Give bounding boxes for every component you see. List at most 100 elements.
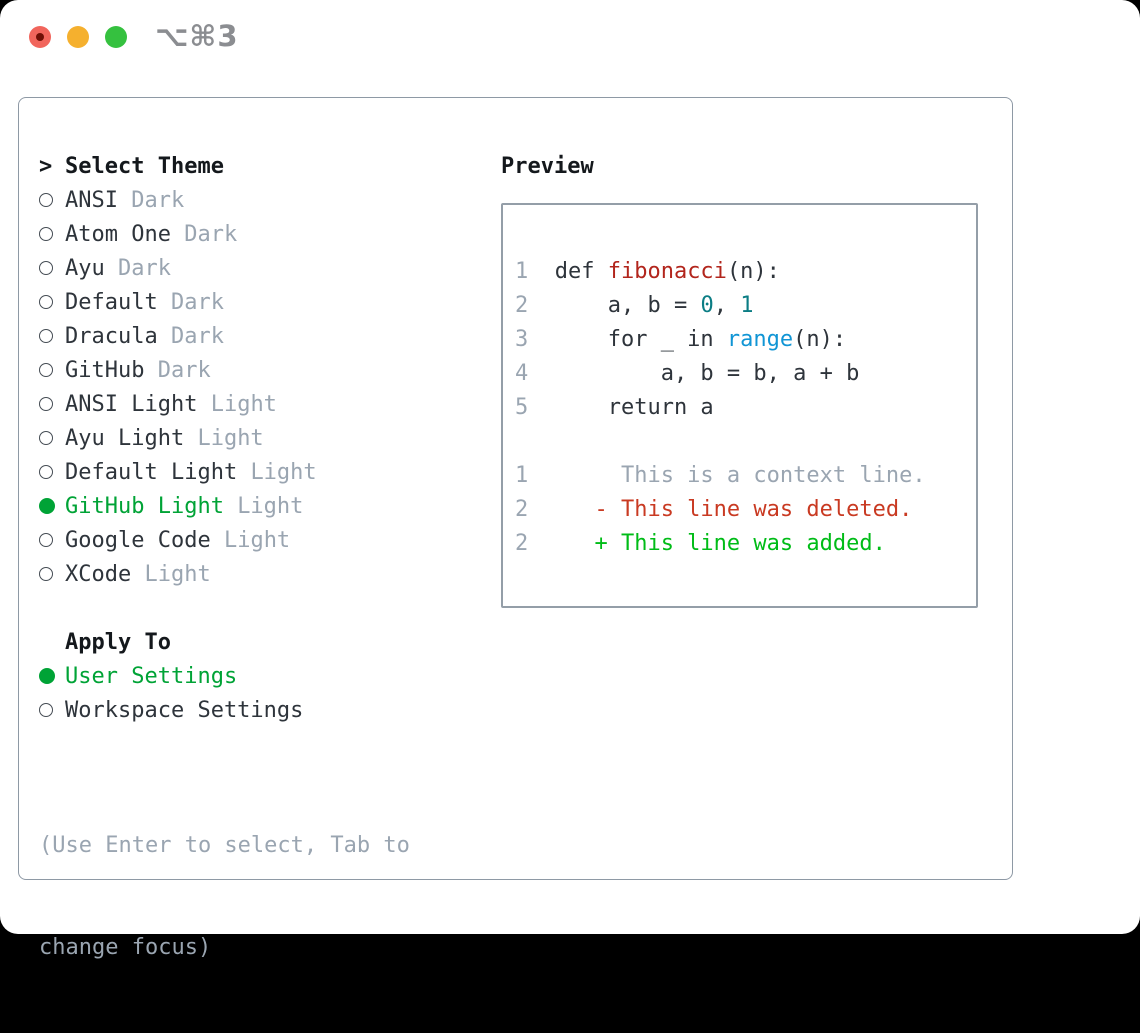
radio-selected-icon [39,498,55,514]
preview-line: 3 for _ in range(n): [515,322,976,356]
theme-option-default[interactable]: Default Dark [39,285,501,319]
code-token: 0 [700,293,713,318]
radio-slot [39,465,65,479]
theme-option-github[interactable]: GitHub Dark [39,353,501,387]
line-number: 2 [515,531,555,556]
radio-icon [39,703,53,717]
theme-variant-tag: Light [250,460,316,485]
line-content: a, b = 0, 1 [555,293,754,318]
line-content: def fibonacci(n): [555,259,780,284]
theme-option-ayu-light[interactable]: Ayu Light Light [39,421,501,455]
theme-name: Atom One [65,222,184,247]
radio-slot [39,397,65,411]
radio-slot [39,329,65,343]
apply-option-user-settings[interactable]: User Settings [39,659,501,693]
theme-option-google-code[interactable]: Google Code Light [39,523,501,557]
theme-name: Ayu Light [65,426,197,451]
minimize-button[interactable] [67,26,89,48]
theme-variant-tag: Dark [118,256,171,281]
line-content: This is a context line. [555,463,926,488]
theme-option-ansi-light[interactable]: ANSI Light Light [39,387,501,421]
spacer [39,591,501,625]
theme-option-github-light[interactable]: GitHub Light Light [39,489,501,523]
line-content: return a [555,395,714,420]
radio-icon [39,397,53,411]
window-title: ⌥⌘3 [155,19,239,53]
code-token: fibonacci [608,259,727,284]
theme-option-ansi[interactable]: ANSI Dark [39,183,501,217]
theme-variant-tag: Light [144,562,210,587]
radio-slot [39,668,65,684]
preview-header-row: Preview [501,149,987,183]
theme-variant-tag: Dark [171,324,224,349]
line-number: 2 [515,293,555,318]
radio-icon [39,363,53,377]
apply-option-workspace-settings[interactable]: Workspace Settings [39,693,501,727]
preview-line: 5 return a [515,390,976,424]
theme-option-dracula[interactable]: Dracula Dark [39,319,501,353]
theme-name: Ayu [65,256,118,281]
theme-name: GitHub Light [65,494,237,519]
apply-to-title: Apply To [65,630,171,655]
theme-name: GitHub [65,358,158,383]
apply-option-label: Workspace Settings [65,698,303,723]
preview-title: Preview [501,154,594,179]
theme-option-ayu[interactable]: Ayu Dark [39,251,501,285]
preview-line: 1 This is a context line. [515,458,976,492]
radio-icon [39,261,53,275]
line-number: 1 [515,259,555,284]
theme-option-default-light[interactable]: Default Light Light [39,455,501,489]
radio-slot [39,703,65,717]
theme-variant-tag: Light [237,494,303,519]
preview-line: 2 - This line was deleted. [515,492,976,526]
line-content: - This line was deleted. [555,497,913,522]
zoom-button[interactable] [105,26,127,48]
preview-line: 2 + This line was added. [515,526,976,560]
radio-icon [39,329,53,343]
theme-option-xcode[interactable]: XCode Light [39,557,501,591]
code-token: 1 [740,293,753,318]
close-button[interactable] [29,26,51,48]
preview-line: 2 a, b = 0, 1 [515,288,976,322]
code-token: , [714,293,741,318]
theme-name: ANSI Light [65,392,211,417]
radio-selected-icon [39,668,55,684]
theme-option-atom-one[interactable]: Atom One Dark [39,217,501,251]
line-number: 5 [515,395,555,420]
theme-name: ANSI [65,188,131,213]
theme-name: Google Code [65,528,224,553]
code-token: a, b = b, a + b [555,361,860,386]
radio-icon [39,431,53,445]
help-text-line-2: change focus) [39,931,501,965]
code-token: - This line was deleted. [555,497,913,522]
radio-slot [39,498,65,514]
radio-slot [39,295,65,309]
spacer [39,727,501,761]
radio-slot [39,363,65,377]
theme-variant-tag: Light [197,426,263,451]
line-content: for _ in range(n): [555,327,846,352]
radio-slot [39,261,65,275]
code-token: return a [555,395,714,420]
code-token: def [555,259,608,284]
preview-line [515,424,976,458]
radio-slot [39,567,65,581]
select-theme-title: Select Theme [65,154,224,179]
preview-line: 4 a, b = b, a + b [515,356,976,390]
theme-name: Default Light [65,460,250,485]
line-content: a, b = b, a + b [555,361,860,386]
code-token: This is a context line. [555,463,926,488]
theme-variant-tag: Dark [131,188,184,213]
help-text: (Use Enter to select, Tab to change focu… [39,761,501,1033]
line-number: 2 [515,497,555,522]
radio-icon [39,295,53,309]
theme-name: Default [65,290,171,315]
radio-slot [39,431,65,445]
